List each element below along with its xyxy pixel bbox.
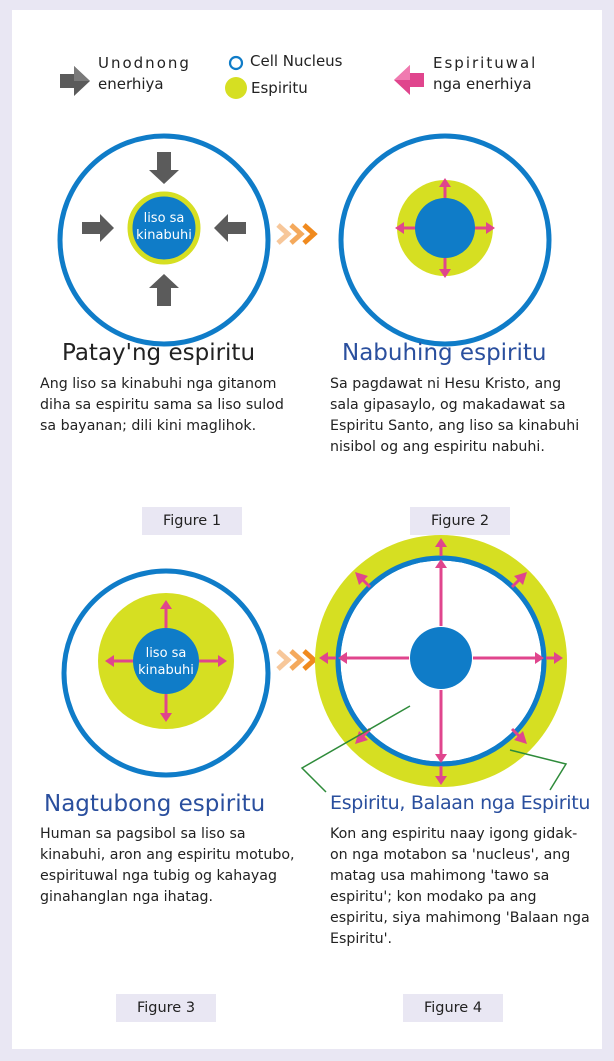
figure4-pink-arrows [319, 538, 563, 785]
espiritu-legend-icon [225, 77, 247, 99]
chevron-forward-icon [276, 223, 318, 245]
figure2-label: Figure 2 [410, 507, 510, 535]
figure1-gray-arrows [82, 152, 246, 306]
figure4-title: Espiritu, Balaan nga Espiritu [330, 792, 591, 814]
figure3-description: Human sa pagsibol sa liso sa kinabuhi, a… [40, 826, 295, 905]
figure3-label: Figure 3 [116, 994, 216, 1022]
figure3-pink-arrows [105, 600, 227, 722]
legend-unodnong-label: Unodnong enerhiya [98, 54, 191, 93]
figure1-label: Figure 1 [142, 507, 242, 535]
figure4-pointer-lines [300, 705, 568, 793]
figure1-description: Ang liso sa kinabuhi nga gitanom diha sa… [40, 376, 284, 434]
legend-espiritu: Espiritu [251, 79, 308, 97]
legend-cell-nucleus: Cell Nucleus [250, 52, 343, 70]
figure2-description: Sa pagdawat ni Hesu Kristo, ang sala gip… [330, 376, 580, 455]
pink-arrow-icon [394, 65, 424, 95]
figure3-title: Nagtubong espiritu [44, 791, 266, 817]
figure2-title: Nabuhing espiritu [342, 340, 547, 366]
figure3-center-label: liso sa kinabuhi [138, 646, 194, 678]
figure2-pink-arrows [395, 178, 495, 278]
figure1-title: Patay'ng espiritu [62, 340, 256, 366]
chevron-forward-icon [276, 649, 318, 671]
figure1-center-label: liso sa kinabuhi [136, 211, 192, 243]
cell-nucleus-legend-icon [228, 55, 244, 71]
figure2-diagram [338, 133, 552, 347]
figure4-label: Figure 4 [403, 994, 503, 1022]
figure4-description: Kon ang espiritu naay igong gidak-on nga… [330, 826, 590, 947]
gray-arrow-icon [60, 66, 90, 96]
figure1-diagram [57, 133, 271, 347]
legend-spiritual-energy-label: Espirituwal nga enerhiya [433, 54, 538, 93]
figure3-diagram [61, 568, 271, 778]
